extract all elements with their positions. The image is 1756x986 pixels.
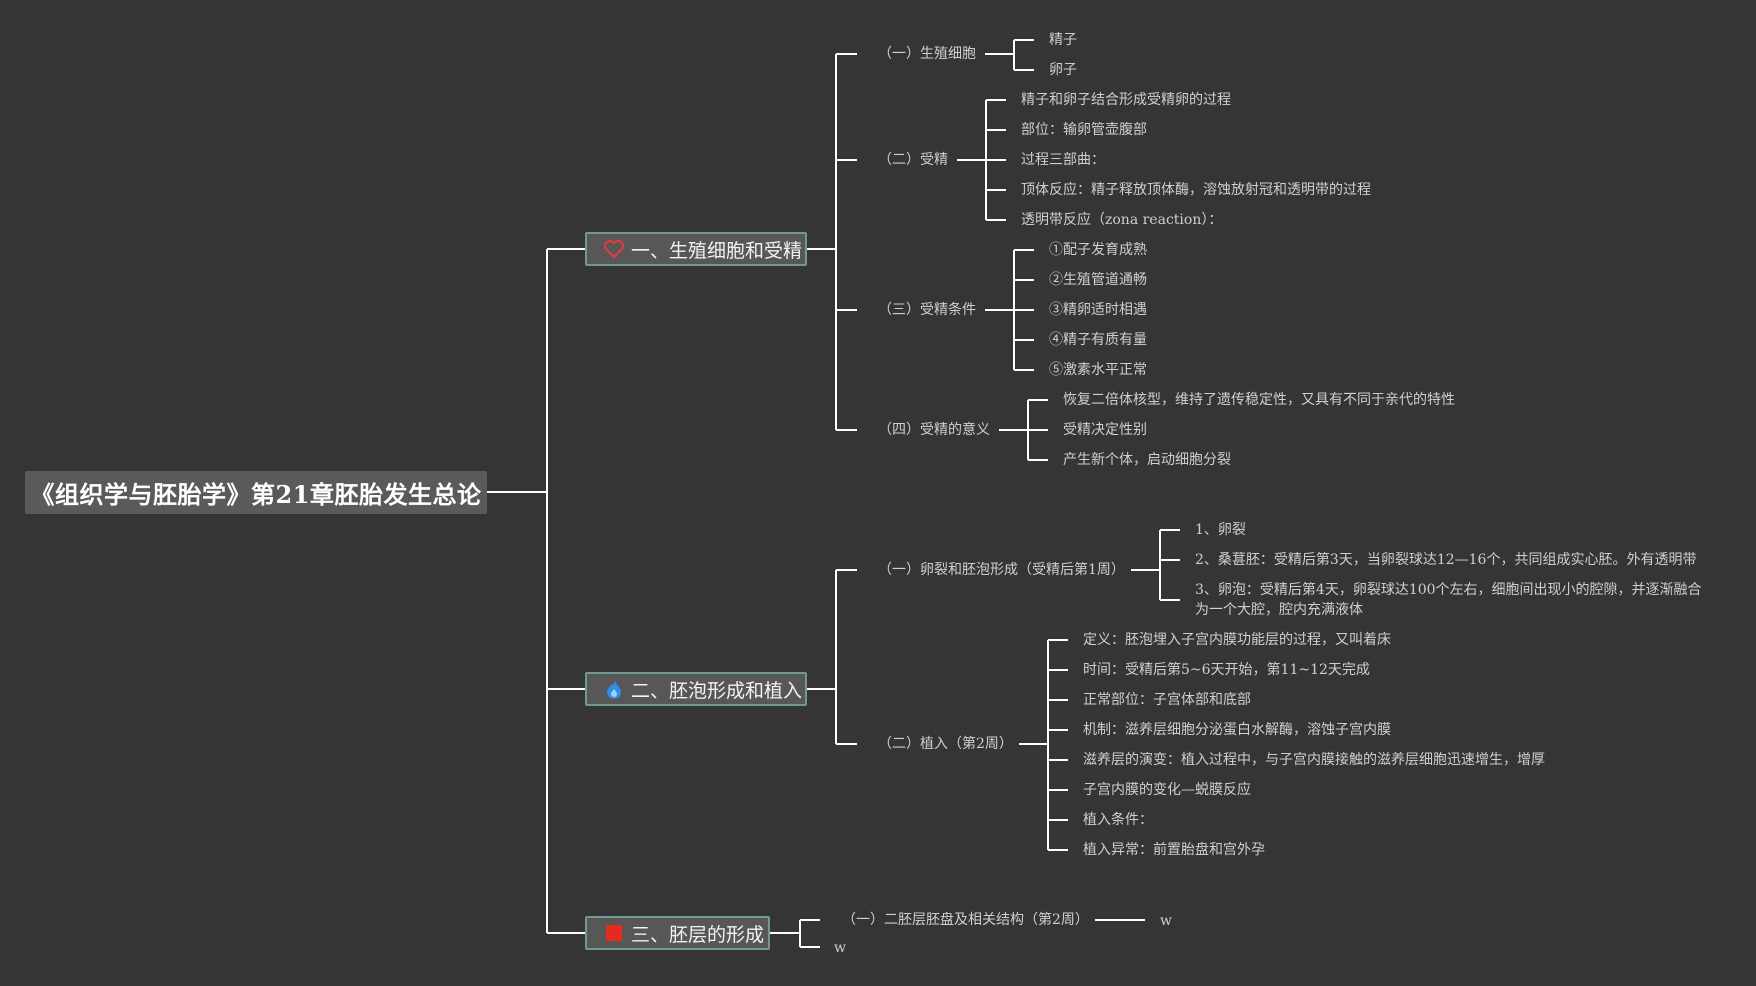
subtopic-bilaminar-disc[interactable]: （一）二胚层胚盘及相关结构（第2周） <box>842 912 1089 928</box>
leaf-item[interactable]: 1、卵裂 <box>1195 522 1246 538</box>
leaf-item[interactable]: 植入条件： <box>1083 812 1153 828</box>
leaf-item[interactable]: 恢复二倍体核型，维持了遗传稳定性，又具有不同于亲代的特性 <box>1063 392 1455 408</box>
connector-branch-3 <box>770 919 820 948</box>
leaf-item[interactable]: w <box>1160 913 1172 929</box>
leaf-item[interactable]: 时间：受精后第5~6天开始，第11~12天完成 <box>1083 662 1370 678</box>
subtopic-fertilization-conditions[interactable]: （三）受精条件 <box>878 302 976 318</box>
connector-sub-1-4 <box>999 399 1048 461</box>
branch-title: 三、胚层的形成 <box>631 923 765 946</box>
branch-germ-layers[interactable]: 三、胚层的形成 <box>585 916 770 950</box>
connector-sub-1-2 <box>957 99 1006 221</box>
leaf-item[interactable]: 精子和卵子结合形成受精卵的过程 <box>1021 92 1231 108</box>
leaf-item[interactable]: 顶体反应：精子释放顶体酶，溶蚀放射冠和透明带的过程 <box>1021 182 1371 198</box>
connector-branch-2 <box>807 569 857 745</box>
subtopic-reproductive-cells[interactable]: （一）生殖细胞 <box>878 46 976 62</box>
connector-root <box>487 248 585 934</box>
leaf-item[interactable]: 子宫内膜的变化—蜕膜反应 <box>1083 782 1251 798</box>
leaf-item[interactable]: 正常部位：子宫体部和底部 <box>1083 692 1251 708</box>
leaf-item[interactable]: 定义：胚泡埋入子宫内膜功能层的过程，又叫着床 <box>1083 632 1391 648</box>
branch-reproductive-cells[interactable]: 一、生殖细胞和受精 <box>585 232 807 266</box>
leaf-item[interactable]: 产生新个体，启动细胞分裂 <box>1063 452 1231 468</box>
leaf-item[interactable]: 机制：滋养层细胞分泌蛋白水解酶，溶蚀子宫内膜 <box>1083 722 1391 738</box>
leaf-item[interactable]: ③精卵适时相遇 <box>1049 302 1147 318</box>
red-square-icon <box>603 922 625 944</box>
leaf-item[interactable]: 透明带反应（zona reaction）： <box>1021 212 1223 228</box>
connector-branch-1 <box>807 53 857 431</box>
branch-title: 二、胚泡形成和植入 <box>631 679 803 702</box>
connector-sub-2-2 <box>1019 639 1068 851</box>
leaf-item[interactable]: 2、桑葚胚：受精后第3天，当卵裂球达12—16个，共同组成实心胚。外有透明带 <box>1195 552 1697 568</box>
leaf-item[interactable]: 植入异常：前置胎盘和宫外孕 <box>1083 842 1265 858</box>
subtopic-cleavage-blastocyst[interactable]: （一）卵裂和胚泡形成（受精后第1周） <box>878 562 1125 578</box>
leaf-item[interactable]: 3、卵泡：受精后第4天，卵裂球达100个左右，细胞间出现小的腔隙，并逐渐融合为一… <box>1195 582 1702 618</box>
heart-icon <box>603 238 625 260</box>
leaf-item[interactable]: ④精子有质有量 <box>1049 332 1147 348</box>
leaf-item[interactable]: 受精决定性别 <box>1063 422 1147 438</box>
subtopic-fertilization-significance[interactable]: （四）受精的意义 <box>878 422 990 438</box>
subtopic-fertilization[interactable]: （二）受精 <box>878 152 948 168</box>
connector-sub-2-1 <box>1131 529 1180 601</box>
leaf-item[interactable]: ⑤激素水平正常 <box>1049 362 1147 378</box>
subtopic-implantation[interactable]: （二）植入（第2周） <box>878 736 1013 752</box>
connector-sub-1-1 <box>985 39 1034 71</box>
leaf-item[interactable]: 卵子 <box>1049 62 1077 78</box>
leaf-item[interactable]: 滋养层的演变：植入过程中，与子宫内膜接触的滋养层细胞迅速增生，增厚 <box>1083 752 1545 768</box>
connector-sub-1-3 <box>985 249 1034 371</box>
root-topic[interactable]: 《组织学与胚胎学》第21章胚胎发生总论 <box>25 471 487 514</box>
leaf-item[interactable]: ①配子发育成熟 <box>1049 242 1147 258</box>
branch-blastocyst-implantation[interactable]: 二、胚泡形成和植入 <box>585 672 807 706</box>
flame-icon <box>603 678 625 700</box>
branch-title: 一、生殖细胞和受精 <box>631 239 803 262</box>
leaf-item[interactable]: 过程三部曲： <box>1021 152 1105 168</box>
subtopic-w[interactable]: w <box>834 940 846 956</box>
leaf-item[interactable]: 部位：输卵管壶腹部 <box>1021 122 1147 138</box>
leaf-item[interactable]: ②生殖管道通畅 <box>1049 272 1147 288</box>
leaf-item[interactable]: 精子 <box>1049 32 1077 48</box>
